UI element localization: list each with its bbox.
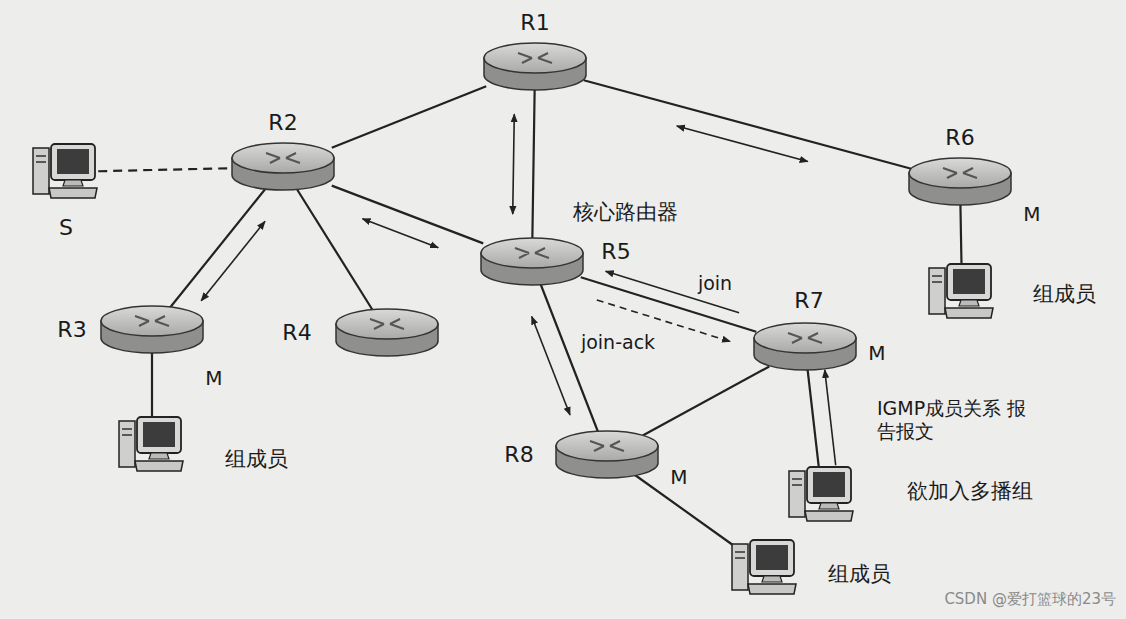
edge-label: join-ack — [578, 331, 658, 354]
host-icon — [31, 142, 101, 202]
node-label: M — [205, 367, 222, 390]
edge-label: IGMP成员关系 报告报文 — [874, 397, 1030, 443]
link-line — [332, 186, 483, 244]
link-line — [643, 367, 770, 436]
router-node: R2 — [230, 141, 336, 193]
message-arrow — [532, 316, 570, 415]
node-label: M — [1023, 203, 1040, 226]
edge-label: join — [695, 272, 735, 295]
router-node: 核心路由器R5 — [479, 236, 585, 288]
router-node: R4 — [334, 307, 440, 359]
host-icon — [787, 465, 857, 525]
node-label: S — [59, 215, 73, 240]
router-node: R3M — [99, 304, 205, 356]
node-label: M — [670, 466, 687, 489]
host-node: 组成员 — [117, 415, 187, 475]
node-label: R2 — [268, 110, 297, 135]
node-label: 组成员 — [828, 562, 891, 586]
node-label: 组成员 — [225, 447, 288, 471]
link-line — [332, 86, 486, 147]
host-node: 组成员 — [730, 538, 800, 598]
host-icon — [730, 538, 800, 598]
watermark: CSDN @爱打篮球的23号 — [944, 590, 1116, 609]
link-line — [807, 367, 819, 473]
node-label: R4 — [282, 320, 311, 345]
node-label: 欲加入多播组 — [907, 479, 1033, 503]
router-icon — [230, 141, 336, 193]
node-label: R1 — [520, 10, 549, 35]
router-node: R1 — [482, 41, 588, 93]
node-label: R6 — [945, 125, 974, 150]
router-icon — [554, 429, 660, 481]
link-line — [151, 350, 153, 423]
node-label: R3 — [57, 317, 86, 342]
node-label: 核心路由器 — [573, 200, 678, 224]
message-arrow — [201, 221, 265, 300]
link-line — [295, 187, 375, 314]
router-icon — [99, 304, 205, 356]
router-icon — [482, 41, 588, 93]
host-node: S — [31, 142, 101, 202]
link-line — [168, 187, 268, 311]
router-icon — [479, 236, 585, 288]
host-node: 欲加入多播组 — [787, 465, 857, 525]
message-arrow — [606, 271, 739, 313]
node-label: R5 — [601, 239, 630, 264]
link-line — [532, 87, 534, 243]
message-arrow — [363, 219, 439, 248]
router-node: R8M — [554, 429, 660, 481]
link-line — [960, 202, 961, 270]
message-arrow — [513, 114, 515, 214]
host-icon — [927, 262, 997, 322]
node-label: R7 — [794, 288, 823, 313]
host-node: 组成员 — [927, 262, 997, 322]
host-icon — [117, 415, 187, 475]
link-line — [98, 168, 234, 171]
router-icon — [334, 307, 440, 359]
router-node: R7M — [752, 321, 858, 373]
node-label: M — [868, 342, 885, 365]
message-arrow — [825, 370, 836, 465]
router-node: R6M — [907, 156, 1013, 208]
message-arrow — [677, 126, 808, 161]
router-icon — [752, 321, 858, 373]
link-line — [584, 80, 911, 169]
router-icon — [907, 156, 1013, 208]
node-label: 组成员 — [1033, 282, 1096, 306]
node-label: R8 — [504, 442, 533, 467]
